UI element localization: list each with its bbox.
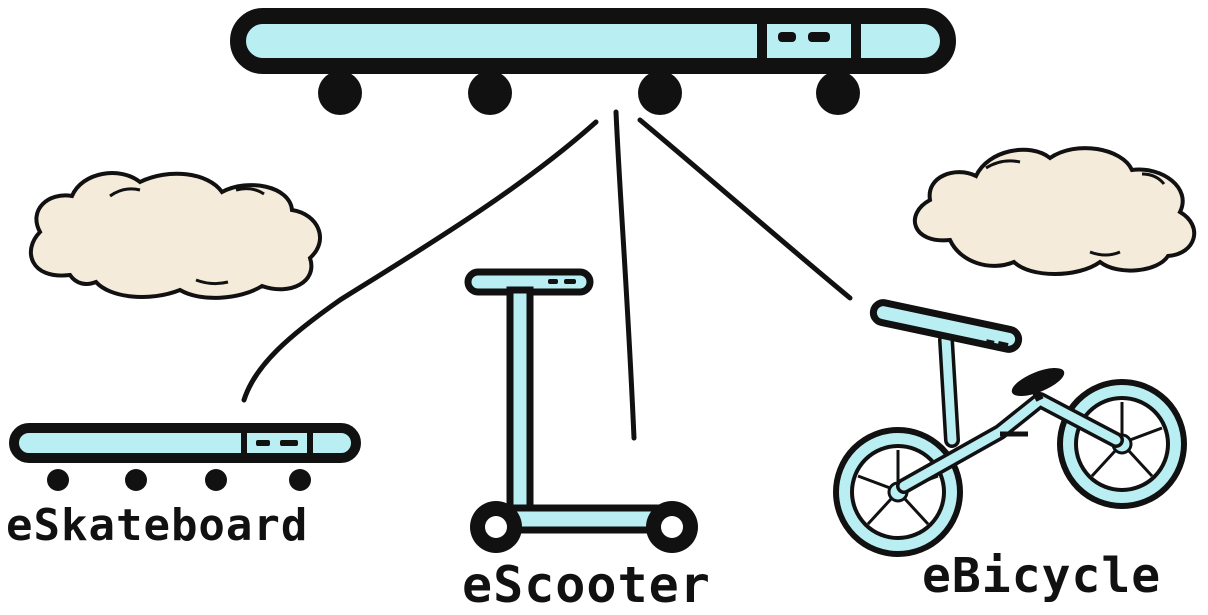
electric-scooter-icon: [464, 268, 698, 553]
label-ebicycle: eBicycle: [922, 548, 1162, 604]
connector-to-skateboard: [241, 119, 599, 403]
connector-to-bicycle: [637, 117, 853, 301]
electric-bicycle-icon: [833, 299, 1187, 557]
connector-to-scooter: [613, 109, 637, 441]
label-eskateboard: eSkateboard: [6, 500, 309, 551]
label-escooter: eScooter: [462, 556, 711, 614]
cloud-icon: [912, 146, 1197, 276]
top-skateboard-icon: [230, 8, 956, 115]
electric-skateboard-icon: [9, 423, 361, 491]
connector-lines: [241, 109, 853, 441]
cloud-icon: [28, 171, 322, 300]
